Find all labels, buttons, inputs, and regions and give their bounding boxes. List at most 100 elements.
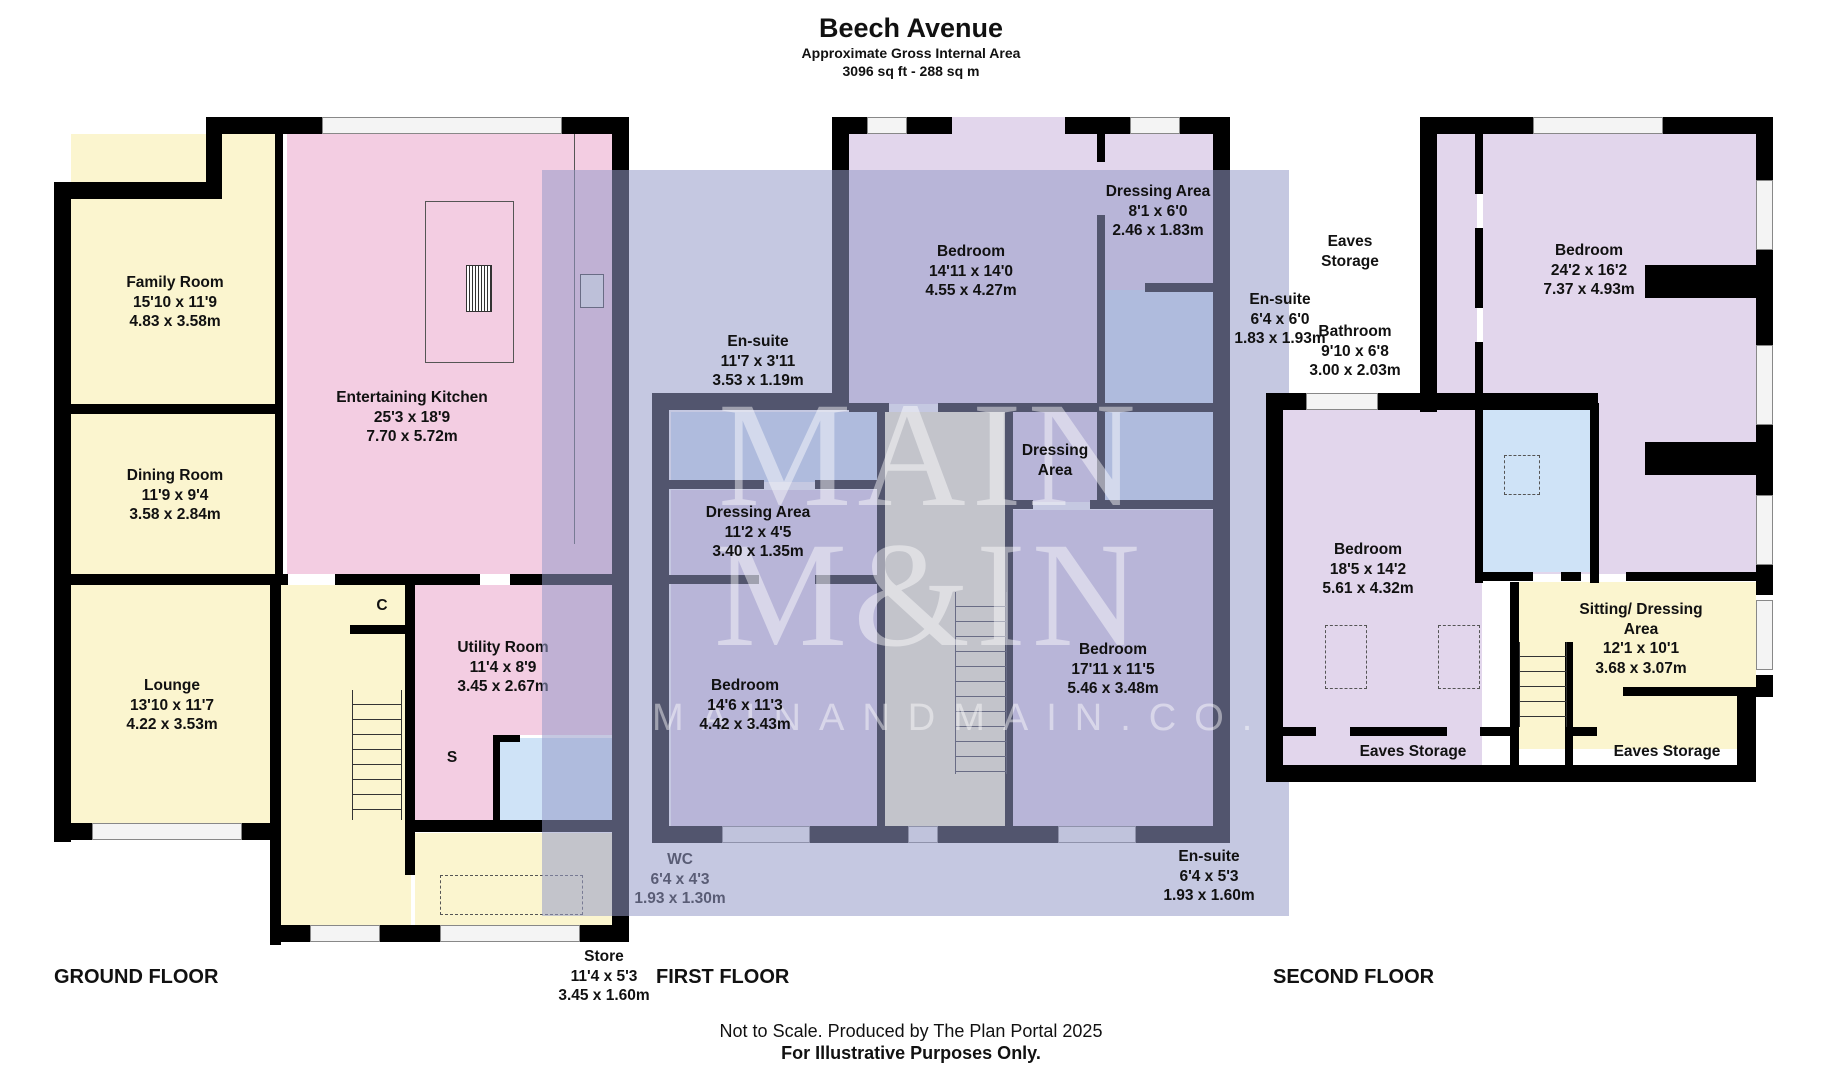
wall [1266, 393, 1283, 765]
wall [1475, 342, 1483, 412]
wall [612, 117, 629, 942]
eaves-storage-top-area [1437, 134, 1477, 402]
window [908, 826, 938, 843]
wall [54, 574, 288, 585]
wall [1590, 403, 1599, 583]
skylight [1504, 455, 1540, 495]
area-subtitle: Approximate Gross Internal Area [801, 45, 1021, 61]
wall [1737, 687, 1756, 765]
wall [1645, 265, 1756, 298]
wall [1573, 727, 1597, 736]
window [952, 117, 1065, 134]
bathroom-area [1483, 410, 1593, 572]
window [1756, 180, 1773, 250]
wall [1378, 393, 1598, 410]
area-value: 3096 sq ft - 288 sq m [842, 63, 980, 79]
wall [1623, 687, 1756, 696]
room-label-eaves-storage-left: Eaves Storage [1359, 743, 1467, 760]
plan-header: Beech Avenue Approximate Gross Internal … [802, 12, 1021, 80]
wall [405, 585, 415, 875]
wall [1266, 765, 1756, 782]
skylight [1325, 625, 1367, 689]
wall [270, 585, 281, 945]
window [1130, 117, 1180, 134]
stairs [1519, 642, 1567, 727]
cupboard-label-c: C [376, 597, 388, 614]
sink-icon [466, 265, 492, 312]
wall [1420, 117, 1437, 412]
wall [206, 117, 322, 134]
stairs [352, 690, 402, 820]
wall [1626, 572, 1756, 581]
window [1756, 495, 1773, 565]
store-hatch [440, 875, 583, 915]
wall [1475, 228, 1483, 308]
wall [206, 117, 222, 199]
family-room-step [71, 199, 281, 404]
wall [562, 117, 628, 134]
floor-title-second: SECOND FLOOR [1273, 966, 1435, 988]
watermark-logo: MAIN M&IN [713, 372, 1147, 678]
wall [1483, 572, 1533, 581]
window [1756, 600, 1773, 670]
wall [54, 182, 222, 199]
window [322, 117, 562, 134]
wall [1561, 572, 1581, 581]
disclaimer-text: Not to Scale. Produced by The Plan Porta… [719, 1021, 1103, 1041]
watermark-url: MAINANDMAIN.CO.UK [652, 697, 1360, 739]
wall [1510, 582, 1519, 765]
wall [832, 117, 849, 407]
wall [350, 625, 410, 634]
cupboard-s-area [415, 735, 493, 820]
illustrative-note: For Illustrative Purposes Only. [781, 1043, 1041, 1063]
wall [493, 735, 500, 825]
wall [1480, 727, 1513, 736]
cupboard-label-s: S [446, 749, 458, 766]
wc-area [500, 738, 613, 820]
hob-icon [580, 274, 604, 308]
wall [500, 735, 520, 742]
window [1058, 826, 1136, 843]
floor-title-ground: GROUND FLOOR [54, 966, 219, 988]
skylight [1438, 625, 1480, 689]
wall [54, 182, 71, 842]
wall [1145, 283, 1215, 292]
room-label-eaves-storage-top: Eaves Storage [1321, 233, 1379, 270]
room-label-eaves-storage-right: Eaves Storage [1613, 743, 1721, 760]
wall [1645, 442, 1756, 475]
wall [1663, 117, 1773, 134]
window [440, 925, 580, 942]
wall [1475, 134, 1483, 194]
window [92, 823, 242, 840]
window [1306, 393, 1378, 410]
kitchen-counter [574, 134, 575, 544]
wall [1420, 117, 1533, 134]
wall [1282, 727, 1316, 736]
lounge-area [71, 585, 271, 823]
bedroom-left-area [1282, 410, 1482, 770]
wall [54, 404, 282, 414]
window [722, 826, 810, 843]
window [1533, 117, 1663, 134]
plan-footer: Not to Scale. Produced by The Plan Porta… [720, 1020, 1103, 1064]
room-label-dressing-area-3: Dressing Area [1021, 442, 1089, 479]
kitchen-island [425, 201, 514, 363]
